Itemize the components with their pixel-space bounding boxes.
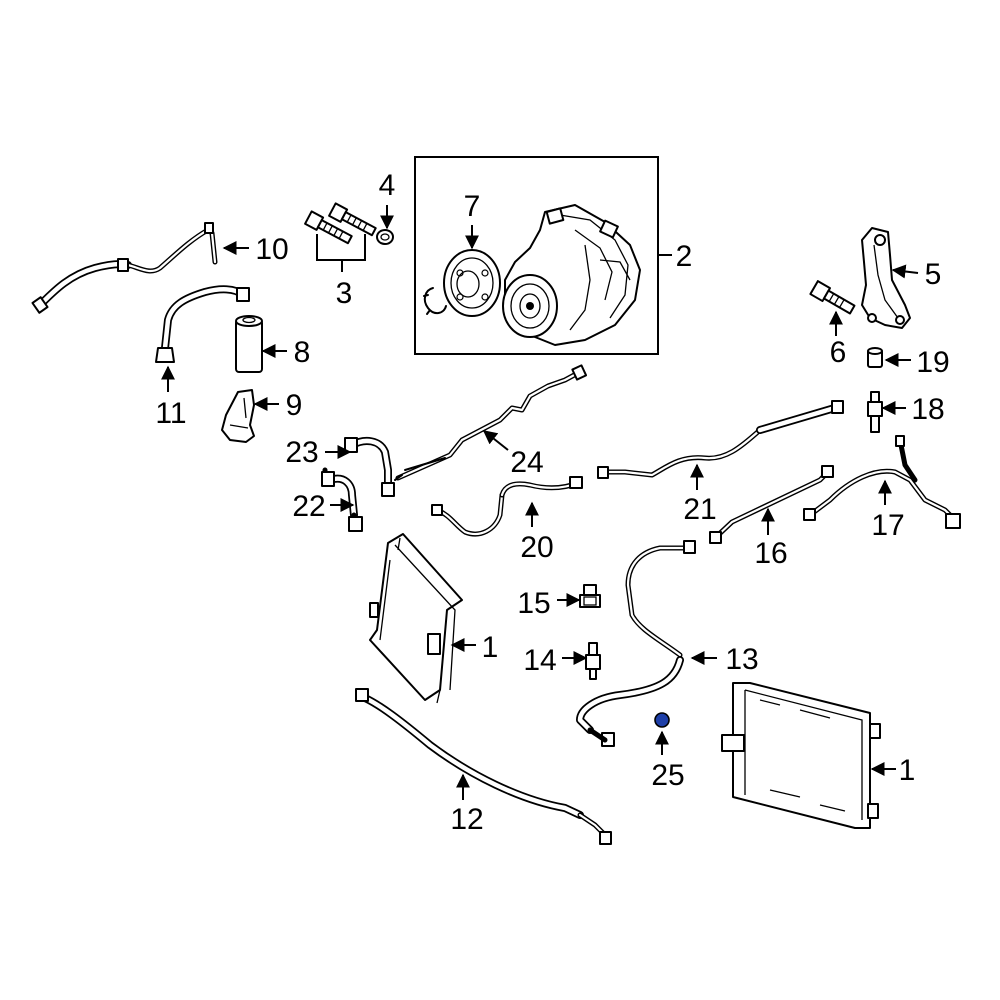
ac-hose-22[interactable] <box>321 467 363 532</box>
valve-18[interactable] <box>867 391 883 433</box>
callout-8: 8 <box>294 336 311 369</box>
callout-9: 9 <box>286 389 303 422</box>
condenser-right[interactable] <box>721 682 881 829</box>
callout-11: 11 <box>155 397 186 430</box>
ac-hose-12[interactable] <box>355 688 612 845</box>
snap-ring <box>423 287 447 315</box>
callout-21: 21 <box>683 493 716 526</box>
ac-line-24[interactable] <box>394 364 588 481</box>
compressor-assembly[interactable] <box>414 156 659 355</box>
callout-1-right: 1 <box>899 754 916 787</box>
cap-19[interactable] <box>867 347 883 368</box>
callout-23: 23 <box>285 436 318 469</box>
callout-2: 2 <box>676 240 693 273</box>
callout-22: 22 <box>292 490 325 523</box>
ac-hose-20[interactable] <box>431 476 583 537</box>
leader-lines <box>161 205 919 800</box>
ac-hose-23[interactable] <box>344 436 395 497</box>
callout-13: 13 <box>725 643 758 676</box>
callout-20: 20 <box>520 531 553 564</box>
callout-5: 5 <box>925 258 942 291</box>
ac-hose-13[interactable] <box>576 540 696 747</box>
callout-7: 7 <box>464 190 481 223</box>
ac-hose-17[interactable] <box>803 435 961 529</box>
callout-19: 19 <box>916 346 949 379</box>
o-ring-25[interactable] <box>654 712 670 728</box>
callout-24: 24 <box>510 446 543 479</box>
bracket-bolt[interactable] <box>809 280 856 316</box>
callout-17: 17 <box>871 509 904 542</box>
ac-hose-11[interactable] <box>155 285 250 363</box>
callout-18: 18 <box>911 393 944 426</box>
callout-12: 12 <box>450 803 483 836</box>
mounting-bolts[interactable] <box>304 202 377 245</box>
sensor-14[interactable] <box>585 642 601 680</box>
callout-25: 25 <box>651 759 684 792</box>
callout-14: 14 <box>523 644 556 677</box>
callout-3: 3 <box>336 277 353 310</box>
callout-10: 10 <box>255 233 288 266</box>
switch-15[interactable] <box>579 584 601 608</box>
callout-4: 4 <box>379 169 396 202</box>
condenser-left[interactable] <box>369 533 463 704</box>
receiver-drier[interactable] <box>235 315 263 373</box>
compressor-bracket[interactable] <box>861 227 911 329</box>
callout-6: 6 <box>830 336 847 369</box>
bushing[interactable] <box>376 229 394 245</box>
compressor-body <box>502 204 641 346</box>
callout-16: 16 <box>754 537 787 570</box>
compressor-clutch[interactable] <box>443 249 501 317</box>
callout-15: 15 <box>517 587 550 620</box>
ac-hose-21[interactable] <box>597 400 844 479</box>
callout-1-left: 1 <box>482 631 499 664</box>
ac-line-16[interactable] <box>709 465 834 544</box>
drier-bracket[interactable] <box>221 389 255 443</box>
ac-hose-10[interactable] <box>31 222 218 314</box>
callout-labels: 7 2 3 4 5 6 8 9 10 11 19 18 23 24 22 20 … <box>155 169 949 836</box>
